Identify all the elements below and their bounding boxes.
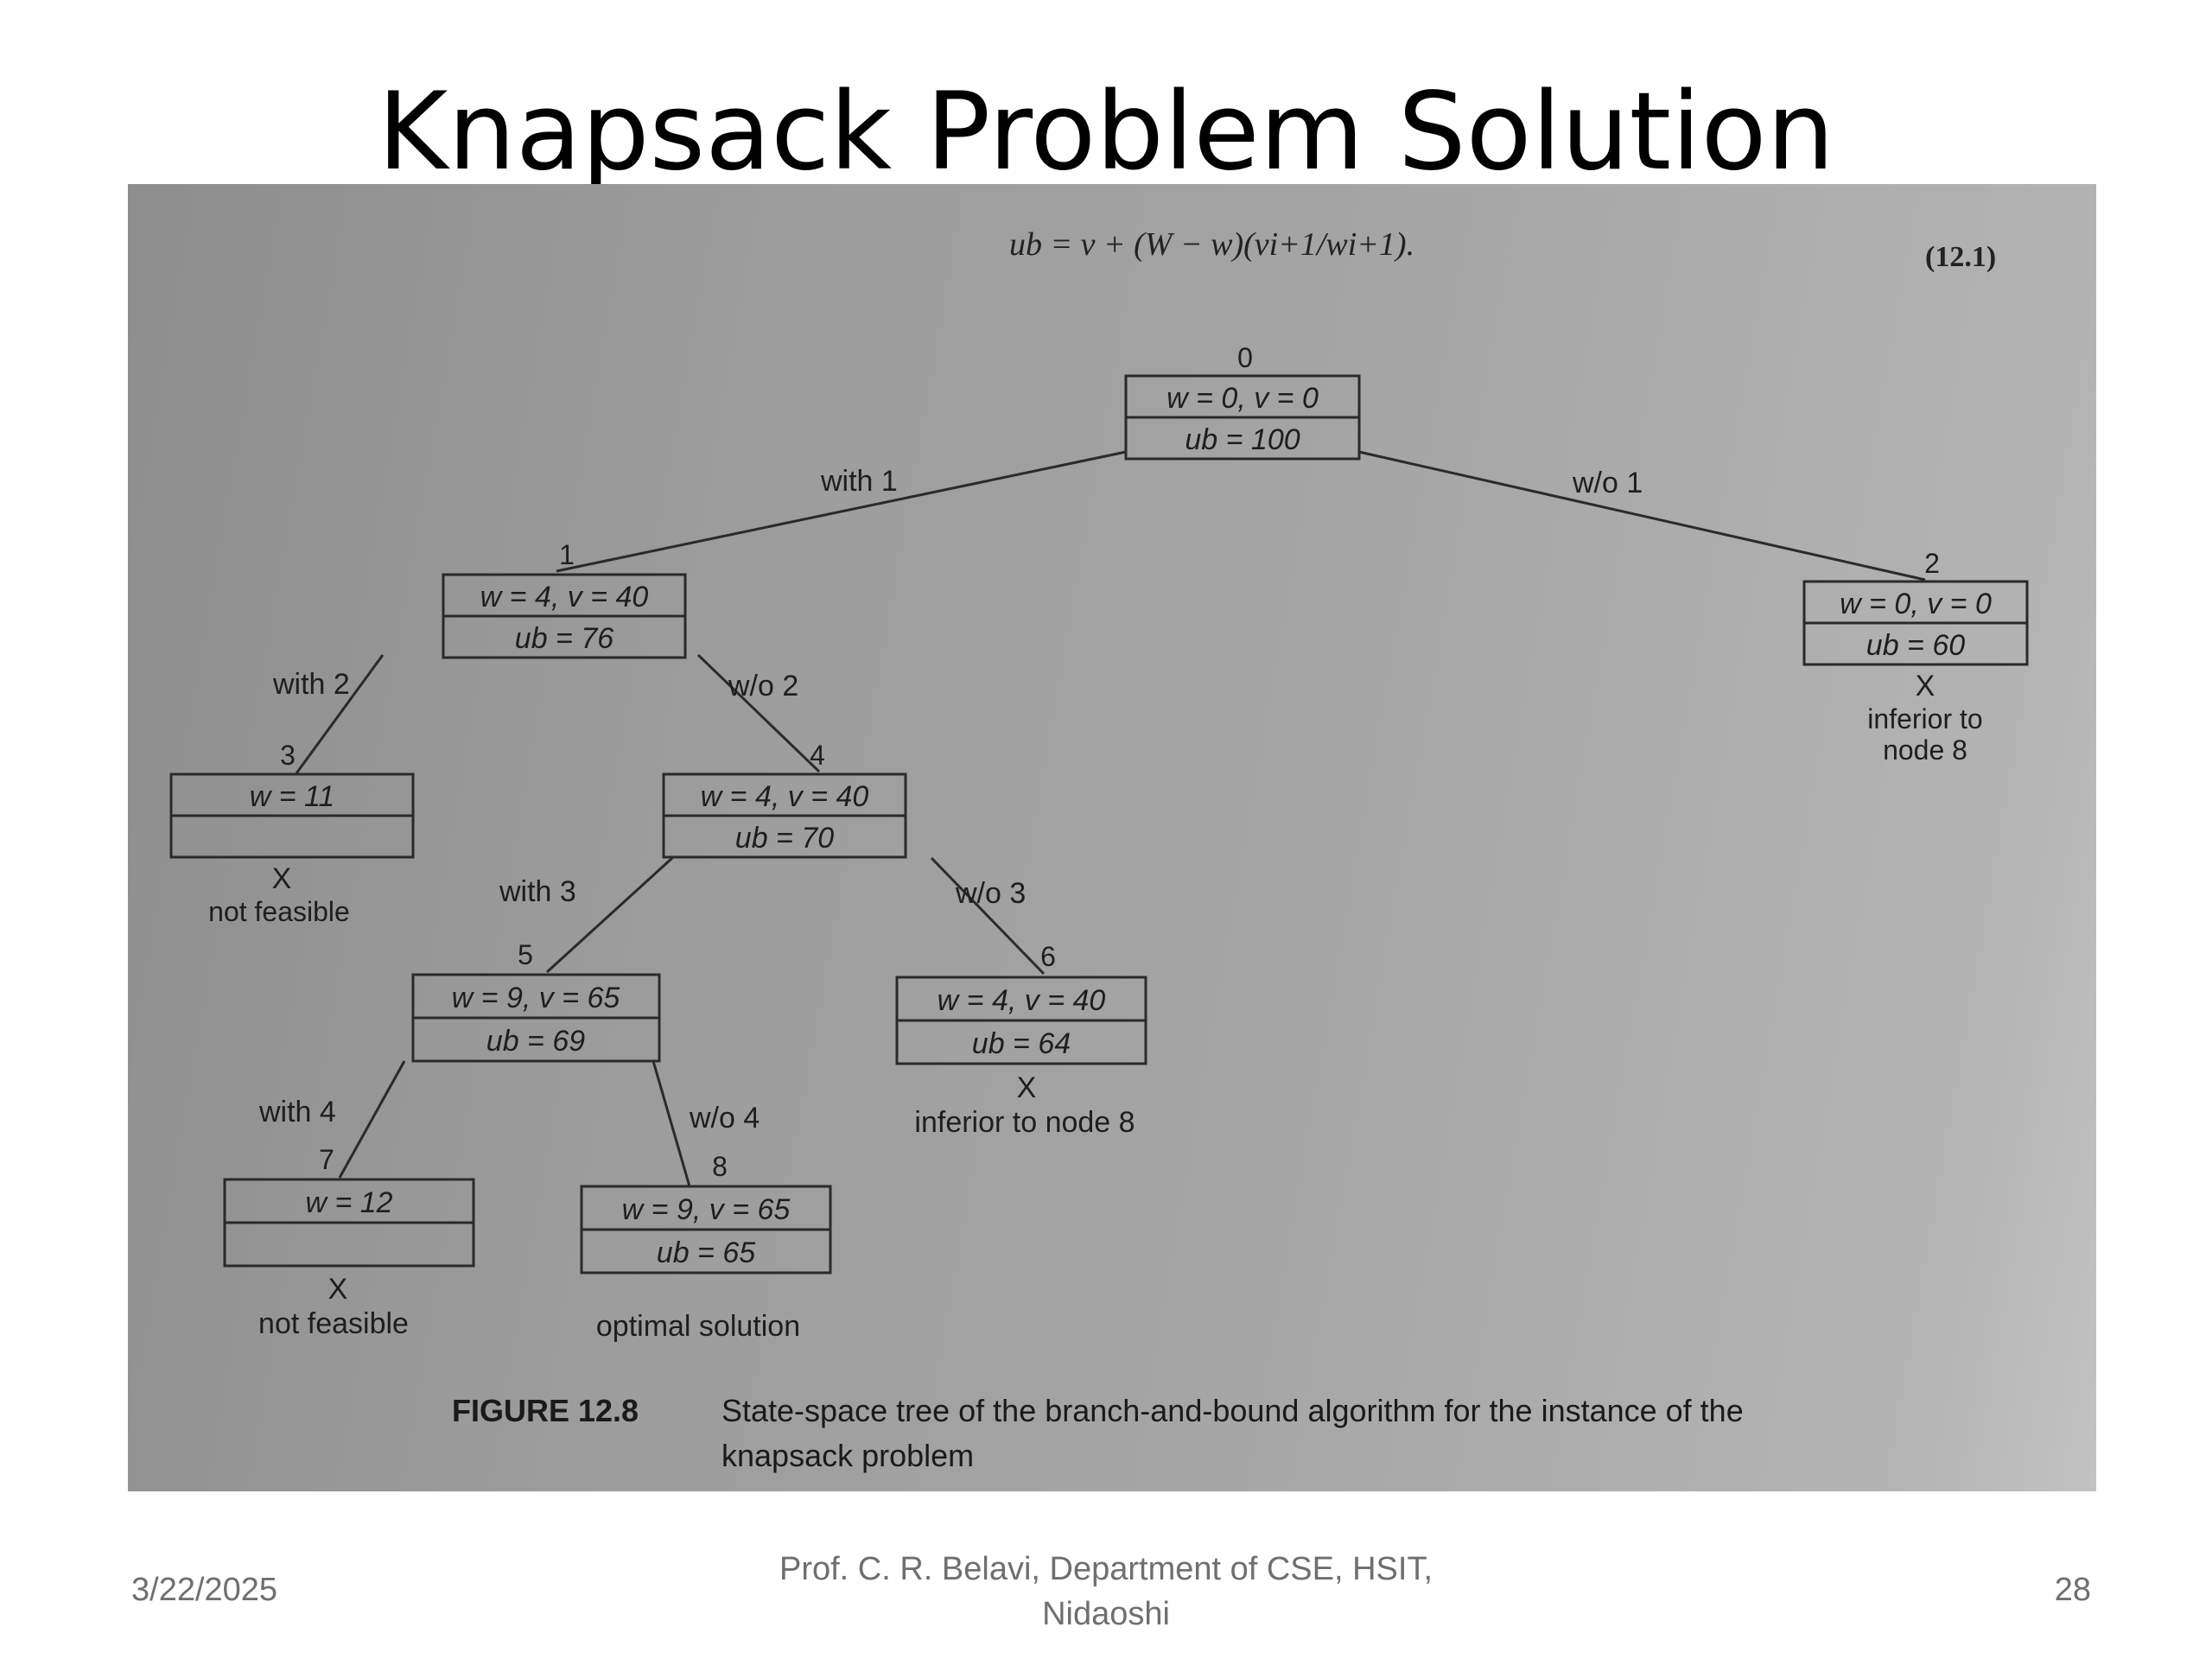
tree-node-5: 5 w = 9, v = 65 ub = 69 bbox=[411, 939, 661, 1063]
node-bound: ub = 100 bbox=[1185, 423, 1300, 456]
figure-caption-line2: knapsack problem bbox=[721, 1438, 974, 1473]
prune-reason: not feasible bbox=[258, 1307, 409, 1340]
node-id: 2 bbox=[1924, 548, 1940, 579]
figure-caption-line1: State-space tree of the branch-and-bound… bbox=[721, 1393, 1744, 1428]
solution-label: optimal solution bbox=[596, 1310, 800, 1343]
tree-node-4: 4 w = 4, v = 40 ub = 70 bbox=[662, 740, 907, 859]
tree-node-0: 0 w = 0, v = 0 ub = 100 bbox=[1124, 342, 1361, 461]
edge-1-4 bbox=[696, 653, 821, 773]
prune-reason-cont: node 8 bbox=[1883, 734, 1967, 766]
tree-node-6: 6 w = 4, v = 40 ub = 64 X inferior to no… bbox=[895, 941, 1147, 1139]
node-bound: ub = 76 bbox=[515, 622, 613, 655]
node-id: 6 bbox=[1040, 941, 1056, 972]
edge-label-wo-2: w/o 2 bbox=[728, 670, 798, 702]
node-bound: ub = 65 bbox=[657, 1236, 755, 1269]
node-state: w = 9, v = 65 bbox=[622, 1193, 791, 1226]
edge-label-with-2: with 2 bbox=[272, 668, 350, 701]
footer-author-line1: Prof. C. R. Belavi, Department of CSE, H… bbox=[779, 1551, 1433, 1587]
state-space-tree: ub = v + (W − w)(vi+1/wi+1). (12.1) with… bbox=[169, 226, 2029, 1473]
formula: ub = v + (W − w)(vi+1/wi+1). bbox=[1009, 226, 1414, 263]
footer-author-line2: Nidaoshi bbox=[1042, 1596, 1170, 1632]
figure-photo: ub = v + (W − w)(vi+1/wi+1). (12.1) with… bbox=[128, 184, 2096, 1491]
prune-mark: X bbox=[328, 1273, 348, 1306]
prune-reason: inferior to node 8 bbox=[914, 1106, 1135, 1139]
node-state: w = 9, v = 65 bbox=[452, 982, 620, 1014]
node-bound: ub = 64 bbox=[972, 1027, 1071, 1060]
tree-node-7: 7 w = 12 X not feasible bbox=[223, 1144, 475, 1340]
footer-author: Prof. C. R. Belavi, Department of CSE, H… bbox=[760, 1547, 1452, 1637]
edge-4-5 bbox=[545, 856, 674, 974]
node-state: w = 0, v = 0 bbox=[1840, 588, 1992, 620]
edge-5-7 bbox=[338, 1060, 406, 1179]
prune-reason: not feasible bbox=[208, 896, 350, 927]
tree-node-2: 2 w = 0, v = 0 ub = 60 X inferior to nod… bbox=[1802, 548, 2029, 766]
figure-caption-label: FIGURE 12.8 bbox=[452, 1393, 639, 1428]
edge-1-3 bbox=[295, 654, 385, 774]
node-state: w = 0, v = 0 bbox=[1166, 382, 1319, 415]
edge-label-with-4: with 4 bbox=[258, 1096, 336, 1128]
edge-label-wo-4: w/o 4 bbox=[689, 1102, 760, 1135]
prune-mark: X bbox=[272, 862, 292, 895]
node-bound: ub = 60 bbox=[1866, 629, 1965, 662]
tree-edges bbox=[295, 450, 1926, 1187]
page-number: 28 bbox=[2054, 1572, 2091, 1608]
node-id: 4 bbox=[810, 740, 825, 771]
node-id: 3 bbox=[280, 740, 296, 771]
prune-mark: X bbox=[1916, 670, 1936, 702]
node-bound: ub = 70 bbox=[735, 822, 834, 855]
node-state: w = 12 bbox=[305, 1186, 392, 1219]
node-id: 0 bbox=[1237, 342, 1253, 373]
edge-5-8 bbox=[652, 1060, 691, 1187]
node-state: w = 4, v = 40 bbox=[701, 780, 869, 813]
prune-reason: inferior to bbox=[1867, 703, 1982, 734]
prune-mark: X bbox=[1017, 1071, 1037, 1104]
node-bound: ub = 69 bbox=[486, 1025, 585, 1058]
edge-0-1 bbox=[556, 450, 1127, 573]
node-state: w = 4, v = 40 bbox=[480, 581, 649, 613]
node-id: 7 bbox=[319, 1144, 334, 1175]
node-state: w = 11 bbox=[250, 780, 335, 813]
footer-date: 3/22/2025 bbox=[131, 1572, 278, 1608]
node-id: 8 bbox=[712, 1151, 728, 1182]
edge-4-6 bbox=[930, 856, 1046, 976]
edge-label-wo-1: w/o 1 bbox=[1572, 467, 1643, 499]
tree-node-1: 1 w = 4, v = 40 ub = 76 bbox=[442, 539, 687, 659]
slide-title: Knapsack Problem Solution bbox=[377, 70, 1835, 194]
equation-number: (12.1) bbox=[1925, 241, 1996, 273]
tree-node-3: 3 w = 11 X not feasible bbox=[169, 740, 415, 927]
node-id: 5 bbox=[518, 939, 533, 970]
node-state: w = 4, v = 40 bbox=[938, 984, 1106, 1017]
node-id: 1 bbox=[559, 539, 575, 570]
edge-0-2 bbox=[1358, 450, 1926, 582]
edge-label-wo-3: w/o 3 bbox=[955, 877, 1026, 910]
tree-node-8: 8 w = 9, v = 65 ub = 65 optimal solution bbox=[580, 1151, 832, 1343]
edge-label-with-1: with 1 bbox=[820, 465, 898, 498]
edge-label-with-3: with 3 bbox=[499, 875, 576, 908]
